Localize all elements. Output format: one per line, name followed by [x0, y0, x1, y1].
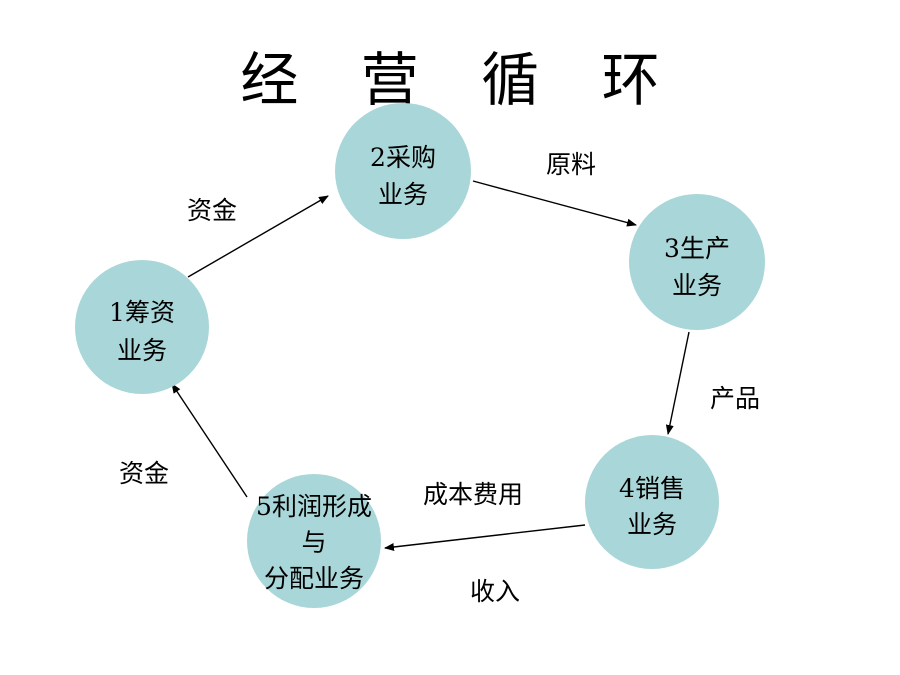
node-production-line-2: 业务	[672, 271, 722, 300]
edge-4-to-5	[384, 524, 586, 551]
node-financing-line-1: 1筹资	[109, 298, 175, 327]
node-procurement-line-2: 业务	[378, 180, 428, 209]
node-production-line-1: 3生产	[664, 234, 730, 263]
edge-1-to-2	[187, 195, 329, 278]
node-sales: 4销售 业务	[585, 435, 719, 569]
edge-label-raw-material: 原料	[546, 150, 596, 179]
node-financing: 1筹资 业务	[75, 260, 209, 394]
edge-label-product: 产品	[710, 384, 760, 413]
node-profit-line-2: 与	[301, 528, 326, 557]
edge-2-to-3	[472, 180, 637, 227]
node-financing-line-2: 业务	[117, 336, 167, 365]
node-procurement-line-1: 2采购	[370, 143, 436, 172]
node-sales-line-1: 4销售	[619, 474, 685, 503]
node-profit-line-1: 5利润形成	[256, 492, 372, 521]
page-title: 经 营 循 环	[240, 46, 682, 114]
edge-label-income: 收入	[470, 577, 520, 606]
node-procurement: 2采购 业务	[335, 103, 471, 239]
edge-5-to-1	[171, 383, 248, 498]
edge-label-funds-bottom: 资金	[119, 459, 169, 488]
edge-label-cost: 成本费用	[423, 480, 523, 509]
node-profit-line-3: 分配业务	[264, 564, 364, 593]
node-sales-line-2: 业务	[627, 510, 677, 539]
edge-3-to-4	[665, 331, 690, 435]
node-production: 3生产 业务	[629, 194, 765, 330]
edge-label-funds-top: 资金	[187, 196, 237, 225]
node-profit: 5利润形成 与 分配业务	[247, 474, 381, 608]
